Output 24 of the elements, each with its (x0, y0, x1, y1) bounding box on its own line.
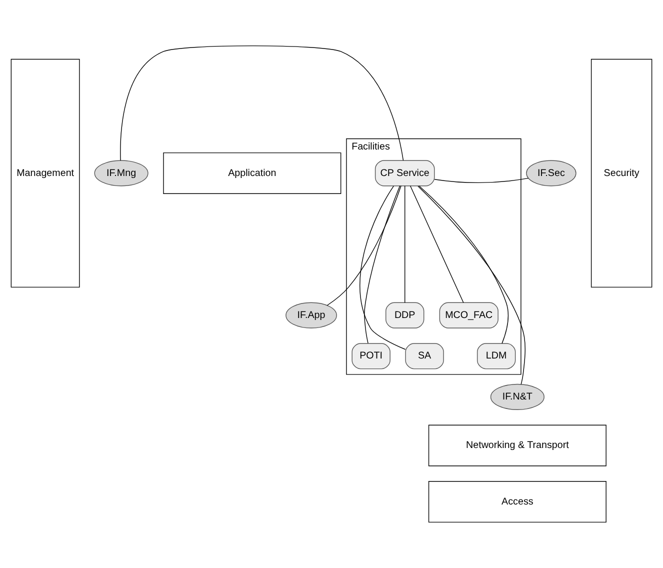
node-box: Networking & Transport (428, 424, 606, 466)
connector (120, 45, 404, 161)
node-box: DDP (386, 302, 424, 328)
node-box: MCO_FAC (439, 302, 498, 328)
connector (410, 186, 464, 303)
node-box: POTI (352, 343, 390, 370)
connector (418, 186, 526, 385)
node-ellipse: IF.Sec (526, 160, 576, 186)
connector (360, 186, 406, 350)
node-ellipse: IF.App (286, 302, 337, 328)
node-box: LDM (476, 343, 516, 370)
node-ellipse: IF.Mng (94, 160, 148, 186)
node-box: SA (405, 343, 444, 370)
node-box: Access (428, 481, 606, 523)
node-box: Security (590, 58, 652, 288)
node-box: Management (10, 58, 80, 288)
connector (326, 186, 402, 306)
connector (434, 178, 529, 184)
node-box: Application (163, 152, 342, 194)
node-box: CP Service (374, 160, 435, 186)
node-ellipse: IF.N&T (490, 384, 544, 410)
connector (418, 186, 508, 344)
connector (364, 186, 400, 344)
connector (404, 186, 406, 303)
